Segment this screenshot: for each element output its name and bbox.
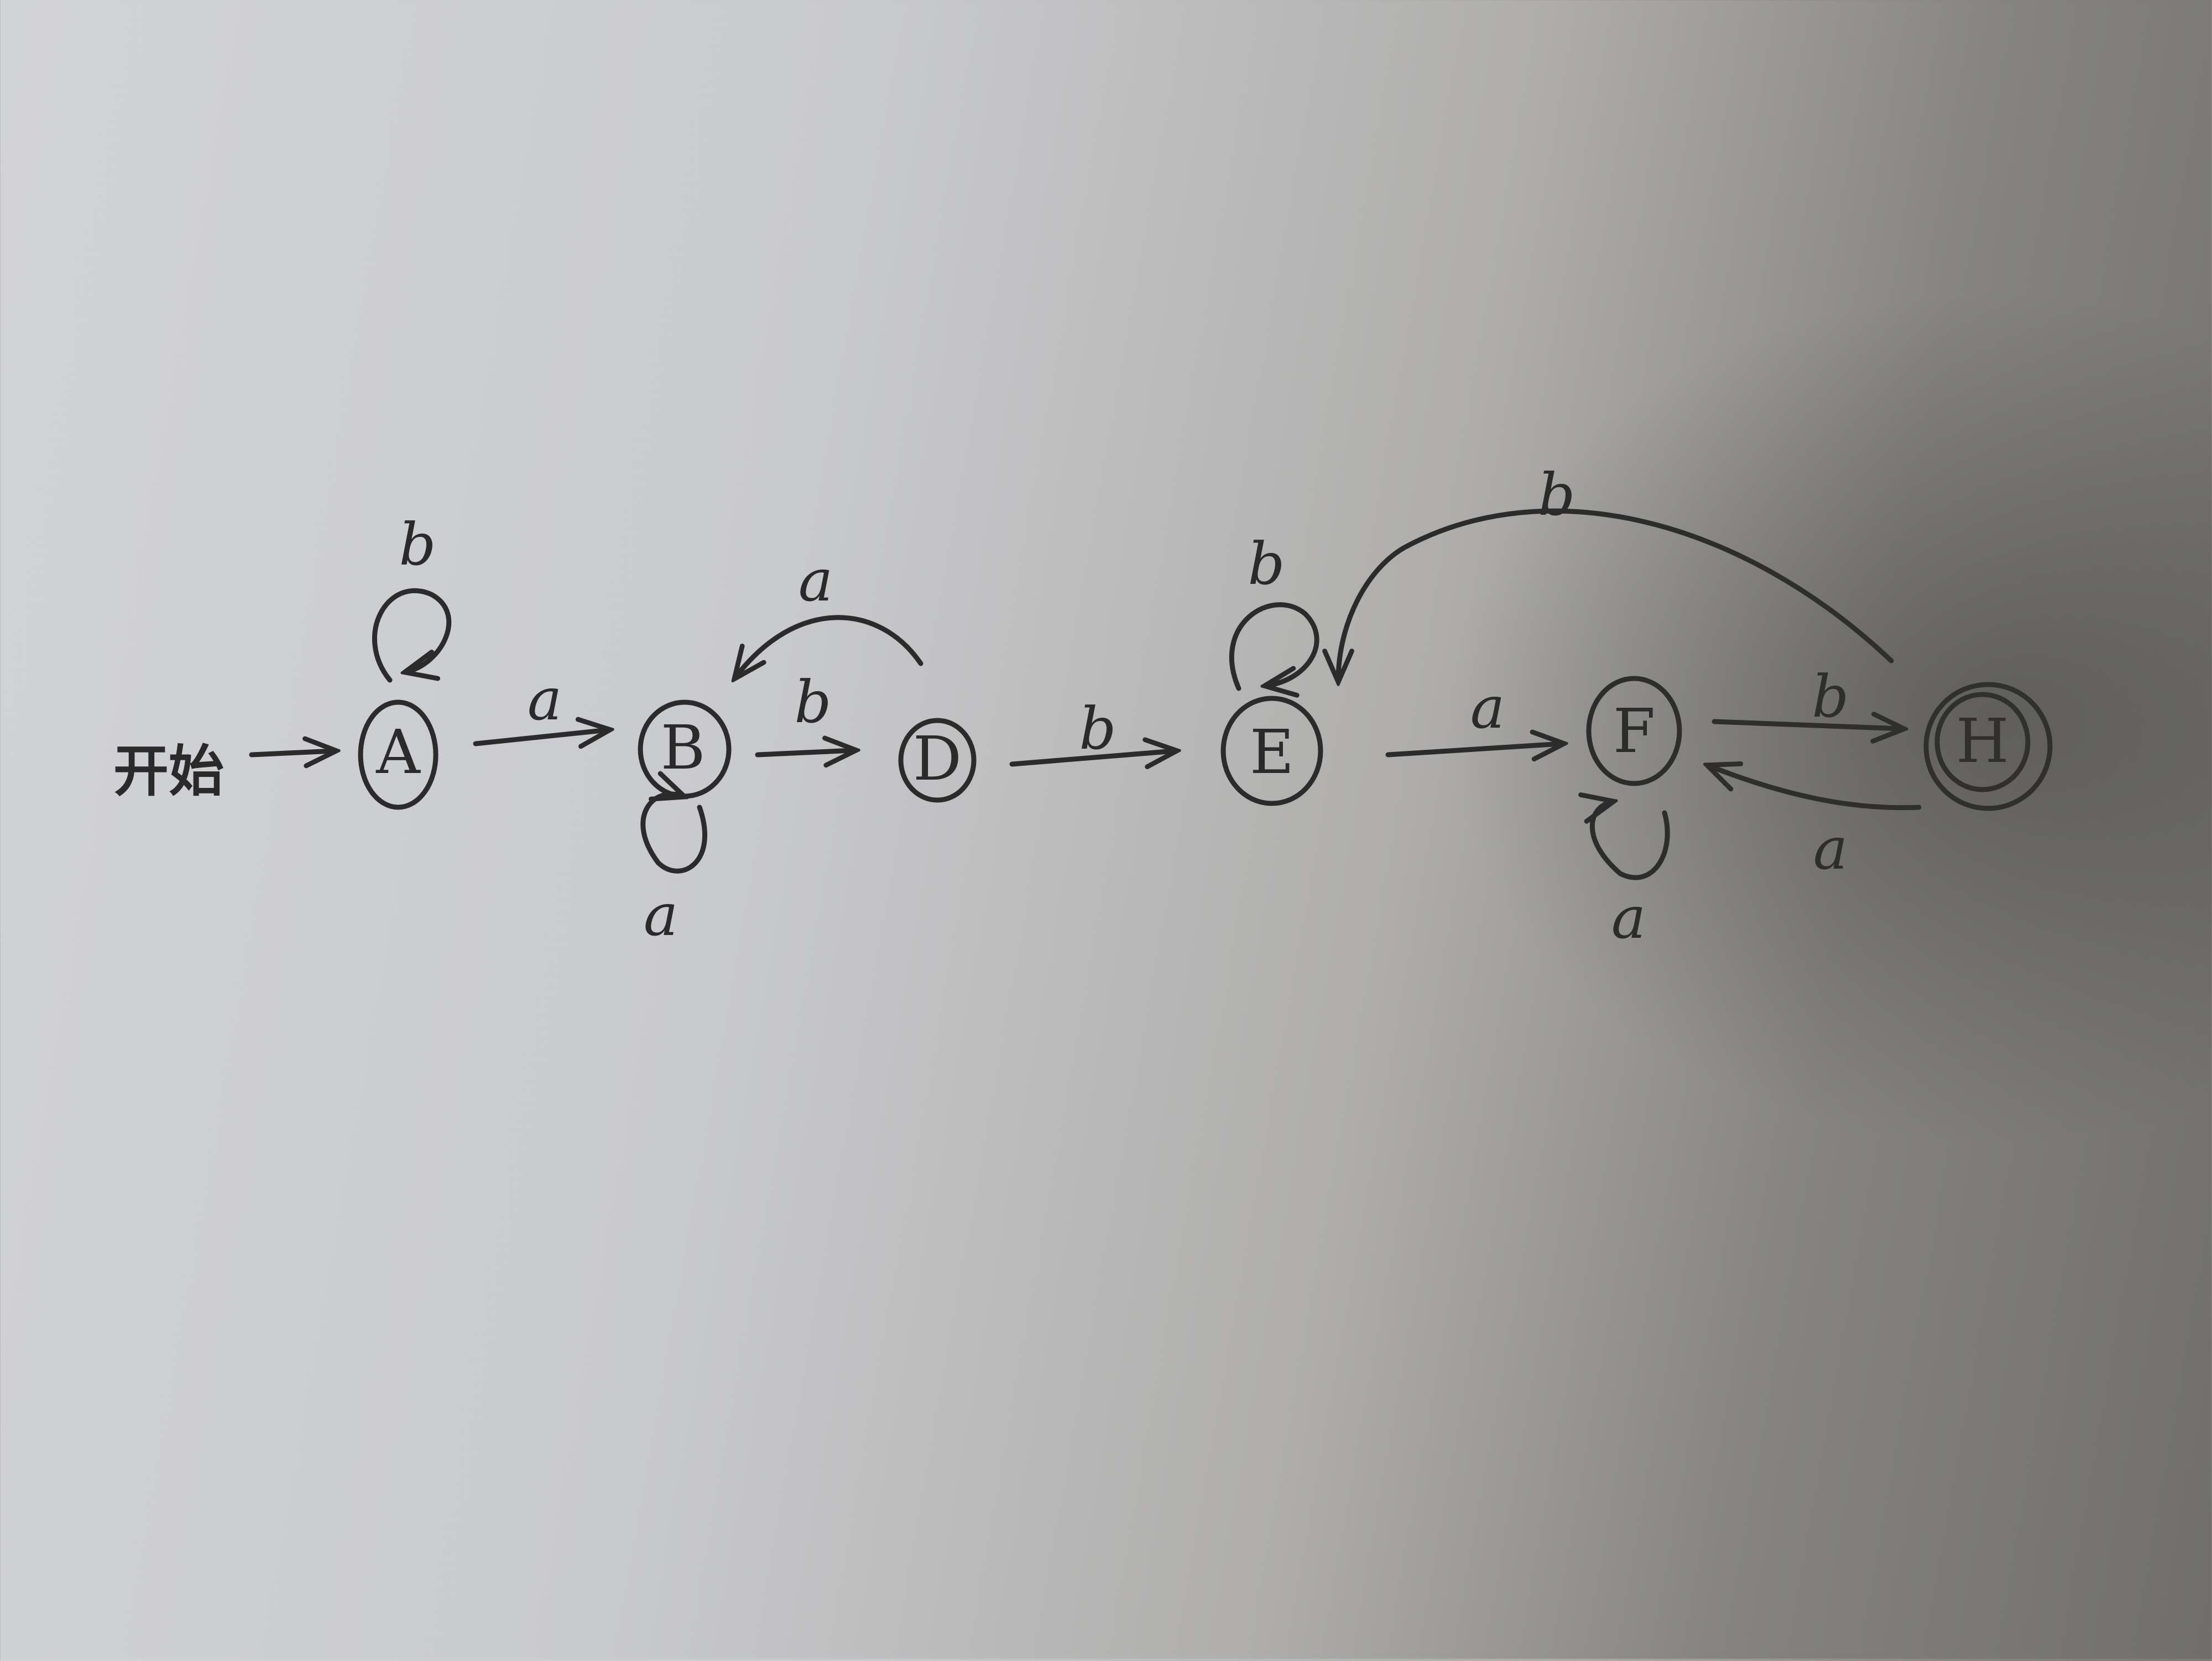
node-e: E bbox=[1220, 696, 1323, 806]
edge-b-d-label: b bbox=[794, 668, 831, 736]
edge-h-e-label: b bbox=[1538, 461, 1575, 529]
node-d-circle bbox=[898, 718, 977, 803]
node-f: F bbox=[1586, 676, 1682, 786]
edge-a-a bbox=[372, 588, 451, 683]
edge-b-b-tail bbox=[655, 805, 707, 874]
node-h-circle-outer bbox=[1923, 682, 2053, 811]
start-arrow bbox=[249, 751, 335, 755]
edge-b-d bbox=[755, 750, 854, 755]
edge-d-b bbox=[735, 615, 924, 677]
start-label: 开始 bbox=[113, 739, 224, 804]
edge-a-b-label: a bbox=[528, 666, 562, 733]
edge-d-b-label: a bbox=[799, 547, 833, 614]
edge-a-a-label: b bbox=[399, 511, 436, 578]
edge-f-h-label: b bbox=[1812, 663, 1849, 730]
node-d: D bbox=[898, 718, 977, 803]
node-b-label: B bbox=[661, 712, 706, 783]
node-a-circle bbox=[358, 699, 439, 810]
edge-f-f-label: a bbox=[1611, 884, 1646, 952]
edge-d-e-label: b bbox=[1079, 695, 1116, 762]
edge-e-f-label: a bbox=[1470, 674, 1505, 741]
node-h-label: H bbox=[1956, 706, 2009, 776]
edge-b-b-label: a bbox=[644, 881, 679, 949]
node-a: A bbox=[358, 699, 439, 810]
edge-b-b bbox=[640, 794, 683, 865]
edge-e-f bbox=[1385, 744, 1562, 755]
edge-h-f bbox=[1709, 766, 1922, 811]
node-h-circle-inner bbox=[1934, 692, 2031, 792]
edge-h-e bbox=[1338, 508, 1894, 680]
node-d-label: D bbox=[913, 723, 962, 794]
node-e-label: E bbox=[1250, 717, 1294, 787]
node-e-circle bbox=[1220, 696, 1323, 806]
node-h: H bbox=[1923, 682, 2053, 811]
edge-f-f-tail bbox=[1618, 810, 1670, 880]
edge-e-e-label: b bbox=[1248, 530, 1285, 598]
node-f-label: F bbox=[1613, 696, 1655, 766]
edge-e-e bbox=[1229, 602, 1319, 688]
node-f-circle bbox=[1586, 676, 1682, 786]
edge-a-b bbox=[473, 730, 608, 744]
edge-f-h bbox=[1712, 722, 1902, 729]
edge-d-e bbox=[1009, 751, 1175, 764]
edge-h-f-label: a bbox=[1813, 815, 1848, 882]
node-a-label: A bbox=[375, 717, 421, 787]
node-b: B bbox=[638, 699, 732, 799]
edge-f-f bbox=[1592, 802, 1623, 876]
